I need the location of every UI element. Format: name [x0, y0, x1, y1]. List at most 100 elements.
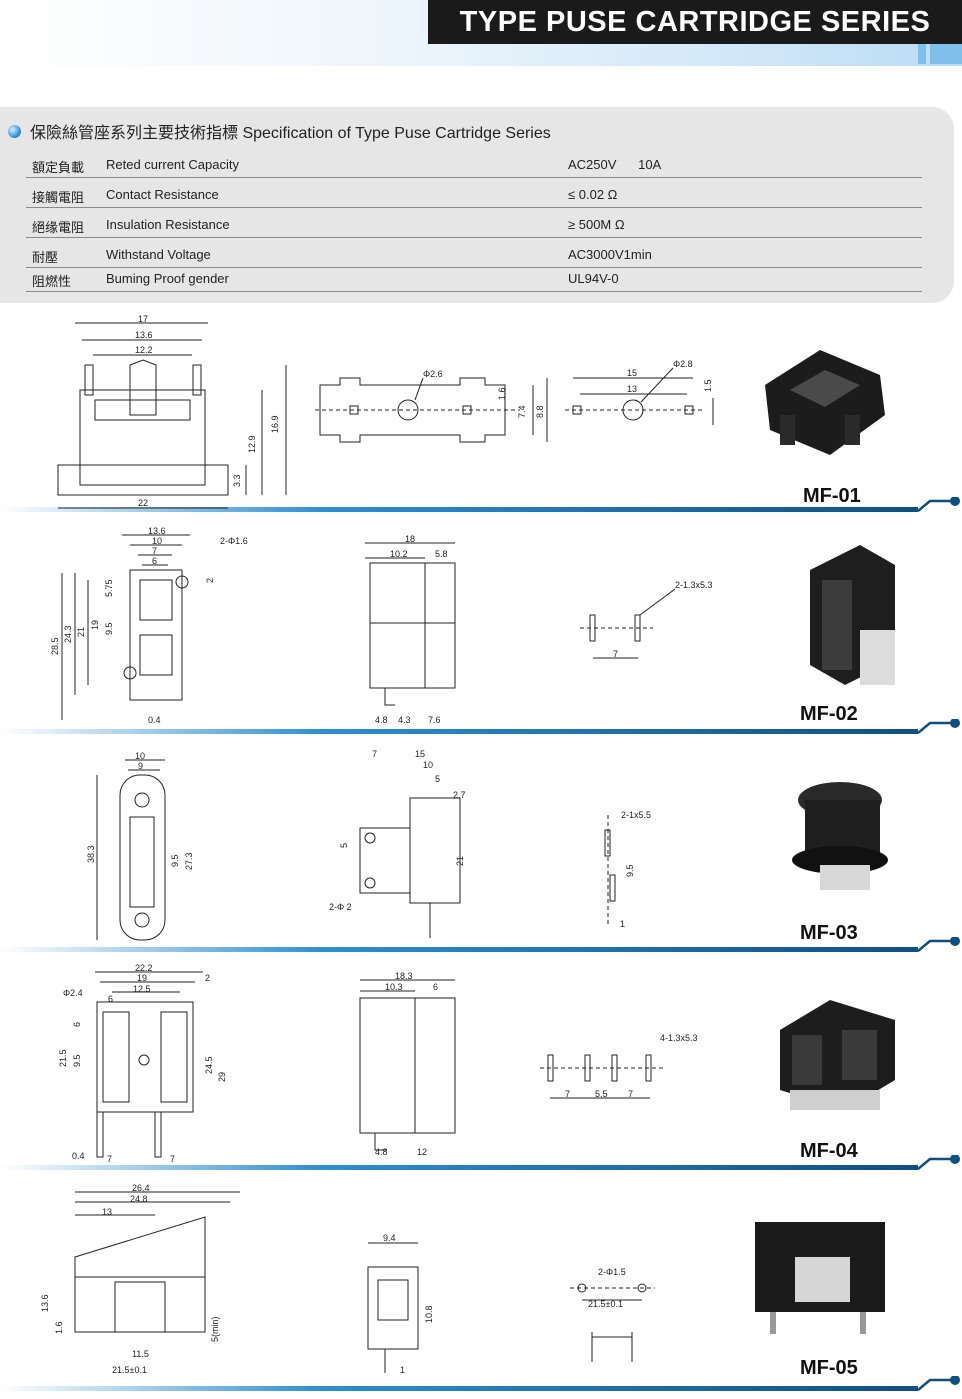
svg-text:1.6: 1.6	[54, 1321, 64, 1334]
svg-text:21: 21	[455, 856, 465, 866]
svg-text:15: 15	[627, 368, 637, 378]
svg-text:5.5: 5.5	[595, 1089, 608, 1099]
svg-text:7: 7	[152, 546, 157, 556]
dot-icon	[950, 497, 960, 506]
svg-text:26.4: 26.4	[132, 1183, 150, 1193]
svg-text:22: 22	[138, 498, 148, 508]
svg-text:1: 1	[620, 919, 625, 929]
svg-text:4.8: 4.8	[375, 715, 388, 725]
svg-text:7: 7	[107, 1154, 112, 1164]
svg-text:21.5: 21.5	[58, 1049, 68, 1067]
svg-text:7: 7	[565, 1089, 570, 1099]
svg-text:29: 29	[217, 1072, 227, 1082]
spec-value: UL94V-0	[568, 271, 619, 286]
svg-text:0.4: 0.4	[72, 1151, 85, 1161]
svg-text:5: 5	[435, 774, 440, 784]
mf05-footprint: 2-Φ1.5 21.5±0.1	[570, 1267, 655, 1362]
model-label: MF-02	[800, 703, 858, 725]
page-title: TYPE PUSE CARTRIDGE SERIES	[428, 0, 962, 44]
svg-text:28.5: 28.5	[50, 637, 60, 655]
svg-text:13: 13	[627, 384, 637, 394]
svg-text:5.8: 5.8	[435, 549, 448, 559]
svg-text:6: 6	[72, 1022, 82, 1027]
spec-value: AC3000V1min	[568, 247, 652, 262]
svg-text:2-1x5.5: 2-1x5.5	[621, 810, 651, 820]
svg-text:10: 10	[152, 536, 162, 546]
svg-text:10: 10	[135, 751, 145, 761]
svg-text:6: 6	[152, 556, 157, 566]
dim-label: 17	[138, 315, 148, 324]
svg-text:9.4: 9.4	[383, 1233, 396, 1243]
svg-text:7: 7	[170, 1154, 175, 1164]
spec-zh: 絕缘電阻	[32, 220, 85, 235]
svg-text:22.2: 22.2	[135, 963, 153, 973]
mf01-top-view: Φ2.6 1.6 7.4 8.8	[315, 369, 548, 443]
svg-text:7.6: 7.6	[428, 715, 441, 725]
spec-panel: 保險絲管座系列主要技術指標 Specification of Type Puse…	[0, 107, 954, 303]
svg-text:5(min): 5(min)	[210, 1316, 220, 1342]
svg-text:27.3: 27.3	[184, 852, 194, 870]
svg-text:4.8: 4.8	[375, 1147, 388, 1157]
svg-text:10.8: 10.8	[424, 1305, 434, 1323]
mf02-front-view: 13.6 10 7 6 2-Φ1.6 28.5 24.3 21 19 9.5 5…	[50, 526, 248, 725]
svg-text:24.3: 24.3	[63, 625, 73, 643]
svg-text:9.5: 9.5	[625, 864, 635, 877]
svg-text:15: 15	[415, 749, 425, 759]
mf01-front-view: 17 13.6 12.2 22 16.9 12.9 3.3	[57, 315, 287, 509]
spec-en: Reted current Capacity	[106, 157, 239, 172]
svg-text:12.5: 12.5	[133, 984, 151, 994]
spec-en: Contact Resistance	[106, 187, 219, 202]
mf04-front-view: 22.2 19 12.5 2 Φ2.4 6 6 21.5 9.5 24.5 29…	[58, 963, 227, 1164]
svg-text:13.6: 13.6	[40, 1294, 50, 1312]
svg-text:9: 9	[138, 761, 143, 771]
bullet-icon	[8, 124, 21, 138]
mf01-product-photo	[765, 350, 885, 455]
svg-text:Φ2.8: Φ2.8	[673, 360, 693, 369]
svg-text:13: 13	[102, 1207, 112, 1217]
svg-text:10: 10	[423, 760, 433, 770]
svg-text:1.6: 1.6	[497, 387, 507, 400]
section-divider	[0, 1155, 962, 1170]
section-divider	[0, 1376, 962, 1391]
svg-text:21.5±0.1: 21.5±0.1	[112, 1365, 147, 1375]
mf05-side-view: 9.4 10.8 1	[367, 1233, 434, 1375]
section-divider	[0, 719, 962, 734]
svg-text:2.7: 2.7	[453, 790, 466, 800]
svg-text:21.5±0.1: 21.5±0.1	[588, 1299, 623, 1309]
model-label: MF-05	[800, 1357, 858, 1379]
header-accent-bar	[918, 44, 926, 64]
mf02-footprint: 7 2-1.3x5.3	[580, 580, 713, 659]
mf03-product-photo	[792, 782, 888, 890]
spec-value: ≥ 500M Ω	[568, 217, 625, 232]
model-label: MF-04	[800, 1140, 858, 1162]
spec-value: ≤ 0.02 Ω	[568, 187, 618, 202]
spec-en: Insulation Resistance	[106, 217, 230, 232]
svg-text:4.3: 4.3	[398, 715, 411, 725]
svg-text:38.3: 38.3	[86, 845, 96, 863]
spec-value: AC250V 10A	[568, 157, 662, 172]
svg-text:11.5: 11.5	[132, 1349, 149, 1359]
mf04-product-photo	[780, 1000, 895, 1110]
mf02-product-photo	[810, 545, 895, 685]
section-divider	[0, 497, 962, 512]
svg-text:2: 2	[205, 973, 210, 983]
svg-text:7: 7	[613, 649, 618, 659]
svg-text:24.8: 24.8	[130, 1194, 148, 1204]
svg-text:9.5: 9.5	[104, 622, 114, 635]
svg-text:9.5: 9.5	[72, 1054, 82, 1067]
mf01-footprint: 15 13 Φ2.8 1.5	[565, 360, 714, 425]
svg-text:6: 6	[108, 994, 113, 1004]
spec-zh: 額定負載	[32, 160, 85, 175]
svg-text:12: 12	[417, 1147, 427, 1157]
svg-text:13.6: 13.6	[148, 526, 166, 536]
svg-text:4-1.3x5.3: 4-1.3x5.3	[660, 1033, 698, 1043]
svg-text:3.3: 3.3	[232, 474, 242, 487]
svg-text:9.5: 9.5	[170, 854, 180, 867]
svg-text:2-Φ1.6: 2-Φ1.6	[220, 536, 248, 546]
svg-text:Φ2.4: Φ2.4	[63, 988, 83, 998]
svg-text:2-Φ 2: 2-Φ 2	[329, 902, 352, 912]
